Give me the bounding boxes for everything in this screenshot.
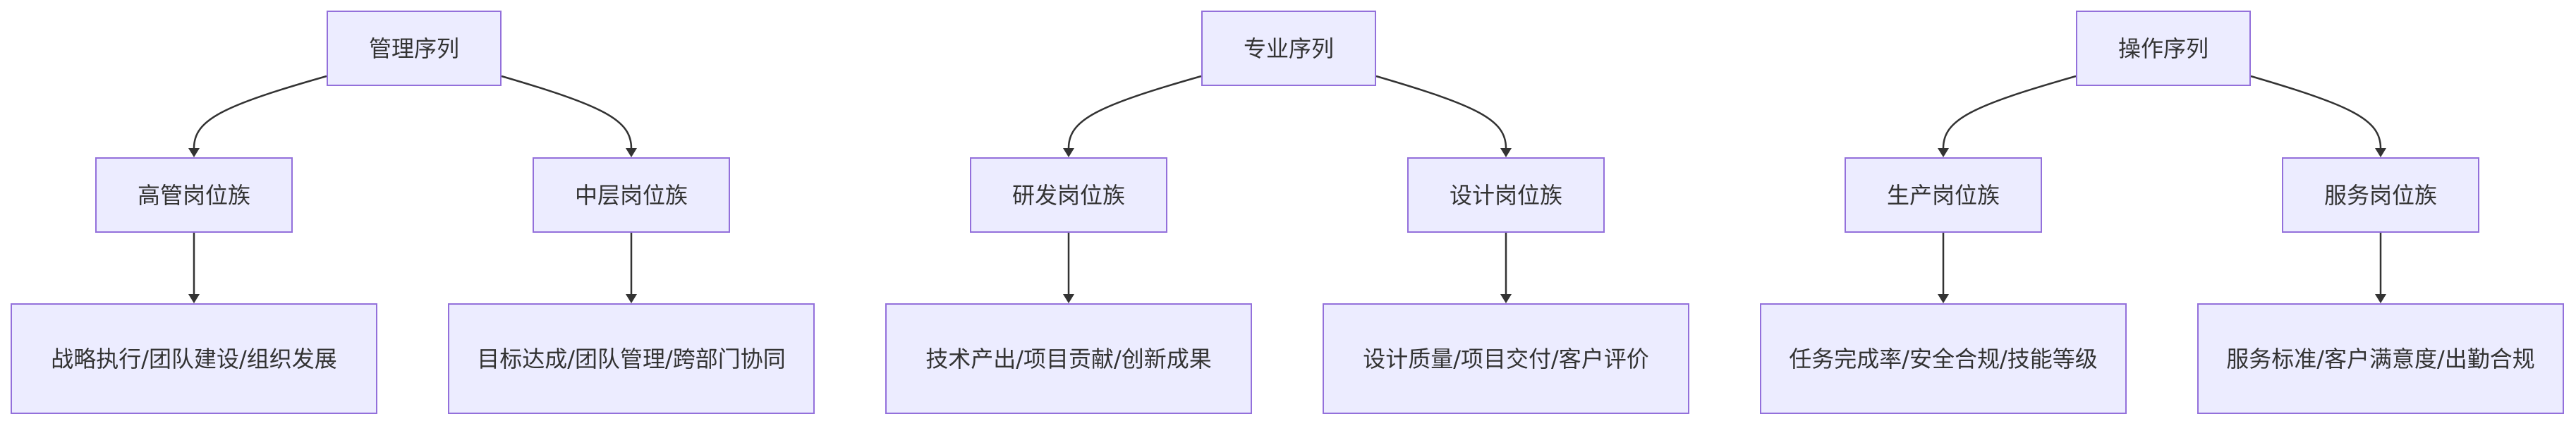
node-label: 生产岗位族	[1886, 181, 2000, 209]
node-label: 操作序列	[2118, 35, 2209, 62]
node-family-rnd: 研发岗位族	[970, 157, 1167, 233]
arrowhead	[188, 294, 200, 303]
edge-root-to-family	[1375, 75, 1507, 149]
arrowhead	[1500, 148, 1512, 157]
edge-root-to-family	[1067, 75, 1202, 149]
arrowhead	[1063, 148, 1074, 157]
node-label: 设计岗位族	[1449, 181, 1562, 209]
arrowhead	[626, 294, 637, 303]
node-label: 管理序列	[368, 35, 459, 62]
node-root-management: 管理序列	[327, 11, 502, 86]
node-label: 高管岗位族	[137, 181, 250, 209]
edge-root-to-family	[1942, 75, 2077, 149]
node-label: 战略执行/团队建设/组织发展	[51, 345, 337, 372]
node-label: 目标达成/团队管理/跨部门协同	[477, 345, 786, 372]
arrowhead	[1938, 148, 1949, 157]
arrowhead	[1063, 294, 1074, 303]
edge-root-to-family	[193, 75, 327, 149]
node-family-production: 生产岗位族	[1845, 157, 2042, 233]
node-root-professional: 专业序列	[1201, 11, 1376, 86]
node-label: 服务岗位族	[2323, 181, 2437, 209]
arrowhead	[1500, 294, 1512, 303]
node-family-executive: 高管岗位族	[95, 157, 293, 233]
node-label: 中层岗位族	[574, 181, 688, 209]
node-label: 服务标准/客户满意度/出勤合规	[2226, 345, 2535, 372]
node-label: 研发岗位族	[1011, 181, 1125, 209]
node-label: 设计质量/项目交付/客户评价	[1363, 345, 1649, 372]
node-criteria-design: 设计质量/项目交付/客户评价	[1323, 303, 1689, 414]
node-criteria-rnd: 技术产出/项目贡献/创新成果	[885, 303, 1252, 414]
arrowhead	[2375, 148, 2386, 157]
arrowhead	[2375, 294, 2386, 303]
node-criteria-middle-management: 目标达成/团队管理/跨部门协同	[448, 303, 815, 414]
arrowhead	[188, 148, 200, 157]
node-label: 专业序列	[1243, 35, 1334, 62]
node-criteria-executive: 战略执行/团队建设/组织发展	[11, 303, 377, 414]
node-label: 技术产出/项目贡献/创新成果	[925, 345, 1212, 372]
node-family-design: 设计岗位族	[1407, 157, 1605, 233]
edge-root-to-family	[501, 75, 633, 149]
node-criteria-service: 服务标准/客户满意度/出勤合规	[2197, 303, 2564, 414]
node-family-service: 服务岗位族	[2282, 157, 2479, 233]
edge-root-to-family	[2250, 75, 2382, 149]
node-criteria-production: 任务完成率/安全合规/技能等级	[1760, 303, 2127, 414]
node-root-operations: 操作序列	[2076, 11, 2251, 86]
arrowhead	[626, 148, 637, 157]
node-label: 任务完成率/安全合规/技能等级	[1789, 345, 2098, 372]
arrowhead	[1938, 294, 1949, 303]
node-family-middle-management: 中层岗位族	[533, 157, 730, 233]
